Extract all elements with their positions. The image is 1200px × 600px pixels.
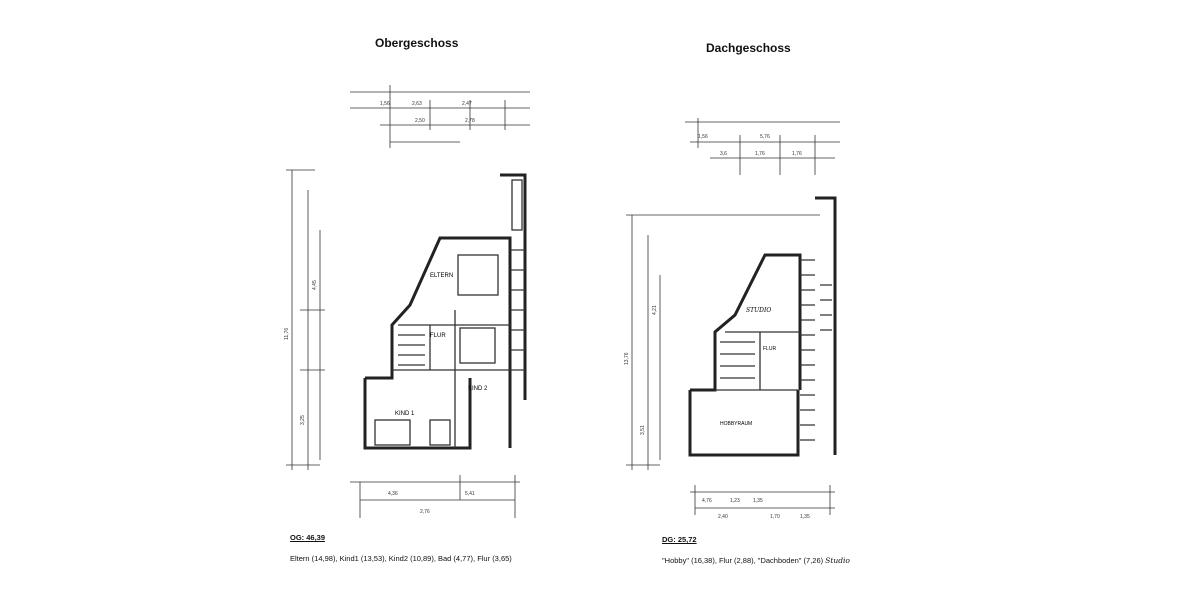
room-label-kind1: KIND 1	[395, 411, 415, 417]
dim-top-5: 2,78	[465, 118, 475, 124]
dg-dim-left-1: 3,51	[640, 425, 646, 435]
room-label-studio: STUDIO	[746, 307, 771, 314]
dg-dim-bottom-3: 1,35	[753, 498, 763, 504]
room-label-eltern: ELTERN	[430, 273, 453, 279]
obergeschoss-title: Obergeschoss	[375, 36, 459, 50]
room-label-flur: FLUR	[430, 333, 446, 339]
dg-dim-left-2: 4,21	[652, 305, 658, 315]
dim-left-1: 3,25	[300, 415, 306, 425]
dg-dim-bottom-2: 1,23	[730, 498, 740, 504]
dg-dim-top-2: 5,76	[760, 134, 770, 140]
dg-dim-bottom-1: 4,76	[702, 498, 712, 504]
dg-room-areas: "Hobby" (16,38), Flur (2,88), "Dachboden…	[662, 556, 824, 565]
room-label-kind2: KIND 2	[468, 386, 488, 392]
room-label-hobby: HOBBYRAUM	[720, 421, 752, 427]
dim-left-2: 4,45	[312, 280, 318, 290]
dim-bottom-2: 5,41	[465, 491, 475, 497]
dg-dim-sub-3: 1,76	[792, 151, 802, 157]
dg-studio-note: Studio	[825, 556, 850, 565]
dg-room-areas-line: "Hobby" (16,38), Flur (2,88), "Dachboden…	[662, 556, 850, 565]
dim-left-total: 11,76	[284, 328, 290, 340]
dg-dim-sub-1: 3,6	[720, 151, 727, 157]
dg-dim-sub-2: 1,76	[755, 151, 765, 157]
dg-dim-bottom-5: 1,70	[770, 514, 780, 520]
dachgeschoss-floor-plan: STUDIO FLUR HOBBYRAUM 1,56 5,76 3,6 1,76…	[624, 118, 840, 520]
dim-top-2: 2,63	[412, 101, 422, 107]
dim-top-4: 2,50	[415, 118, 425, 124]
obergeschoss-floor-plan: ELTERN FLUR KIND 1 KIND 2 1,56 2,63 2,47…	[284, 85, 530, 518]
dg-dim-top-1: 1,56	[698, 134, 708, 140]
og-total-area: OG: 46,39	[290, 533, 326, 542]
dg-total-area: DG: 25,72	[662, 535, 697, 544]
dg-dim-bottom-6: 1,35	[800, 514, 810, 520]
dg-dim-bottom-4: 2,40	[718, 514, 728, 520]
room-label-flur-dg: FLUR	[763, 346, 776, 352]
og-room-areas: Eltern (14,98), Kind1 (13,53), Kind2 (10…	[290, 554, 512, 563]
dim-top-1: 1,56	[380, 101, 390, 107]
dim-bottom-1: 4,36	[388, 491, 398, 497]
dg-dim-left-total: 13,76	[624, 352, 630, 365]
dim-bottom-total: 2,76	[420, 509, 430, 515]
dim-top-3: 2,47	[462, 101, 472, 107]
dachgeschoss-title: Dachgeschoss	[706, 41, 791, 55]
